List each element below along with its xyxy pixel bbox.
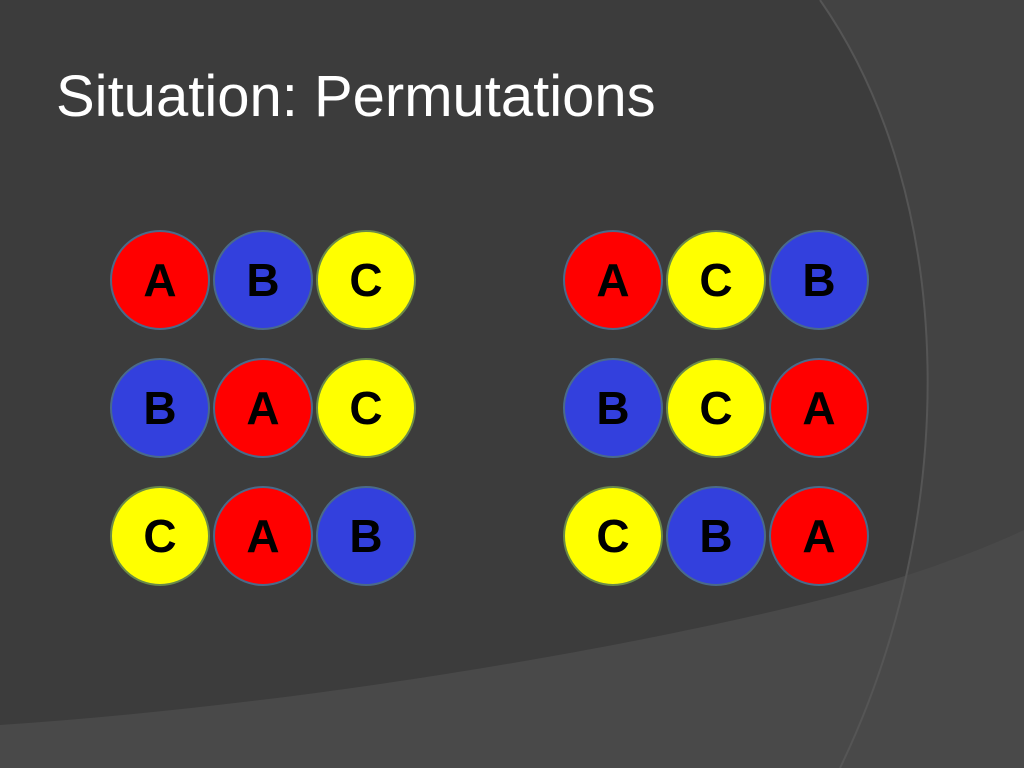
letter-ball: B <box>213 230 313 330</box>
permutation-group-left: A B C B A C C A B <box>110 230 420 614</box>
letter-ball: A <box>213 486 313 586</box>
letter-ball: C <box>666 358 766 458</box>
letter-ball: A <box>110 230 210 330</box>
permutation-row: A C B <box>563 230 873 334</box>
letter-ball: C <box>316 230 416 330</box>
permutation-row: C B A <box>563 486 873 590</box>
letter-ball: B <box>666 486 766 586</box>
letter-ball: A <box>769 358 869 458</box>
slide-title: Situation: Permutations <box>56 64 656 129</box>
letter-ball: A <box>563 230 663 330</box>
permutation-row: C A B <box>110 486 420 590</box>
letter-ball: A <box>213 358 313 458</box>
letter-ball: C <box>316 358 416 458</box>
letter-ball: A <box>769 486 869 586</box>
permutation-row: A B C <box>110 230 420 334</box>
letter-ball: B <box>769 230 869 330</box>
letter-ball: C <box>563 486 663 586</box>
letter-ball: C <box>110 486 210 586</box>
letter-ball: B <box>110 358 210 458</box>
letter-ball: C <box>666 230 766 330</box>
permutation-row: B C A <box>563 358 873 462</box>
permutation-group-right: A C B B C A C B A <box>563 230 873 614</box>
letter-ball: B <box>316 486 416 586</box>
permutation-row: B A C <box>110 358 420 462</box>
letter-ball: B <box>563 358 663 458</box>
